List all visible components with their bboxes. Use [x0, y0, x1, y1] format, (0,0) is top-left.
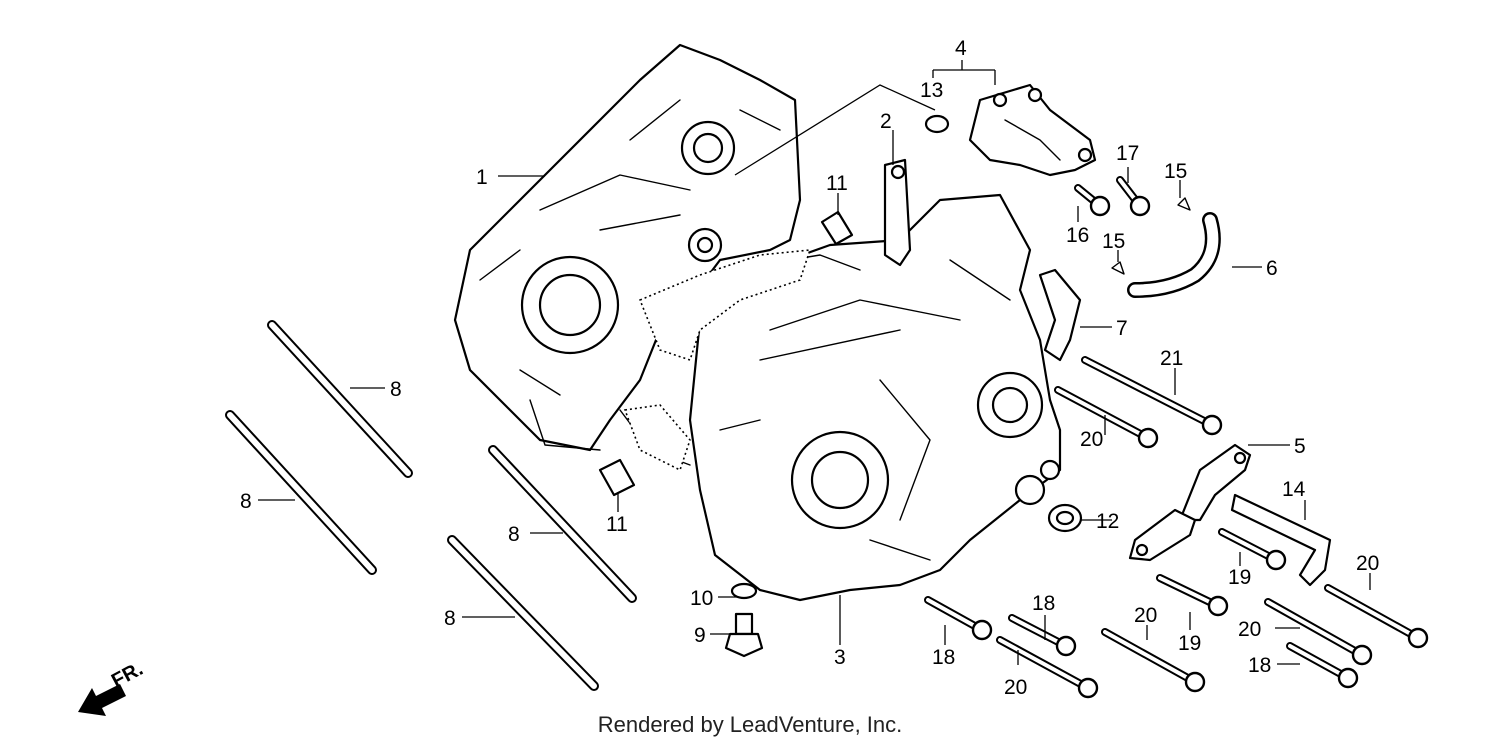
callout-18-a: 18	[1032, 592, 1055, 615]
bolt-21	[1081, 356, 1223, 436]
gasket	[623, 249, 812, 472]
bolt-18-a	[924, 596, 993, 641]
callout-20-a: 20	[1080, 428, 1103, 451]
callout-15-lower: 15	[1102, 230, 1125, 253]
dowel-pin-11-lower	[598, 458, 636, 497]
callout-7: 7	[1116, 317, 1128, 340]
washer-10	[730, 582, 758, 600]
callout-4: 4	[955, 37, 967, 60]
bolt-20-e	[1324, 584, 1429, 649]
callout-9: 9	[694, 624, 706, 647]
dowel-pin-11-upper	[820, 210, 854, 246]
callout-8-b: 8	[240, 490, 252, 513]
seal-13	[924, 114, 950, 134]
bolt-20-c	[1101, 628, 1206, 693]
callout-16: 16	[1066, 224, 1089, 247]
bolt-19-b	[1156, 574, 1229, 617]
callout-12: 12	[1096, 510, 1119, 533]
bolt-18-b	[1008, 614, 1077, 657]
callout-19-b: 19	[1178, 632, 1201, 655]
left-crankcase	[453, 43, 802, 466]
callout-14: 14	[1282, 478, 1306, 501]
bolt-20-b	[996, 636, 1099, 699]
clip-15-lower	[1111, 261, 1125, 275]
stud-bolt-8-c	[488, 445, 637, 603]
callout-2: 2	[880, 110, 892, 133]
callout-8-a: 8	[390, 378, 402, 401]
leader-lines	[258, 60, 1371, 665]
bolt-18-c	[1286, 642, 1359, 689]
credit-text: Rendered by LeadVenture, Inc.	[597, 712, 903, 737]
bolts	[924, 176, 1429, 699]
bolt-19-a	[1218, 528, 1287, 571]
callout-20-d: 20	[1238, 618, 1261, 641]
callout-8-d: 8	[444, 607, 456, 630]
callout-19-a: 19	[1228, 566, 1251, 589]
callout-18-c: 18	[1248, 654, 1271, 677]
bracket-5	[1128, 443, 1252, 562]
clip-15-upper	[1177, 197, 1191, 211]
callout-11-upper: 11	[826, 172, 848, 195]
callout-3: 3	[834, 646, 846, 669]
callout-15-upper: 15	[1164, 160, 1187, 183]
callout-11-lower: 11	[606, 513, 628, 536]
right-crankcase	[688, 193, 1062, 602]
oil-seal-12	[1047, 503, 1083, 533]
callout-17: 17	[1116, 142, 1139, 165]
callout-20-b: 20	[1004, 676, 1027, 699]
callout-20-c: 20	[1134, 604, 1157, 627]
drain-bolt-9	[724, 612, 764, 658]
callout-20-e: 20	[1356, 552, 1379, 575]
bracket-14	[1230, 493, 1332, 587]
callout-18-b: 18	[932, 646, 955, 669]
callout-8-c: 8	[508, 523, 520, 546]
callout-6: 6	[1266, 257, 1278, 280]
bolt-16	[1074, 184, 1111, 217]
bolt-20-a	[1054, 386, 1159, 449]
stud-bolt-8-d	[447, 535, 599, 691]
stud-bolt-8-b	[225, 410, 377, 575]
bolt-17	[1116, 176, 1151, 217]
front-direction-arrow: FR.	[78, 658, 147, 716]
callout-labels: 1 2 3 4 5 6 7 8 8 8 8 9 10 11 11 12 13 1…	[240, 37, 1379, 699]
oil-pump	[968, 83, 1097, 177]
callout-13: 13	[920, 79, 943, 102]
callout-10: 10	[690, 587, 713, 610]
bracket-2	[883, 158, 912, 267]
stud-bolt-8-a	[267, 320, 413, 478]
callout-1: 1	[476, 166, 488, 189]
bracket-7	[1038, 268, 1082, 362]
bolt-20-d	[1264, 598, 1373, 666]
callout-5: 5	[1294, 435, 1306, 458]
callout-21: 21	[1160, 347, 1183, 370]
